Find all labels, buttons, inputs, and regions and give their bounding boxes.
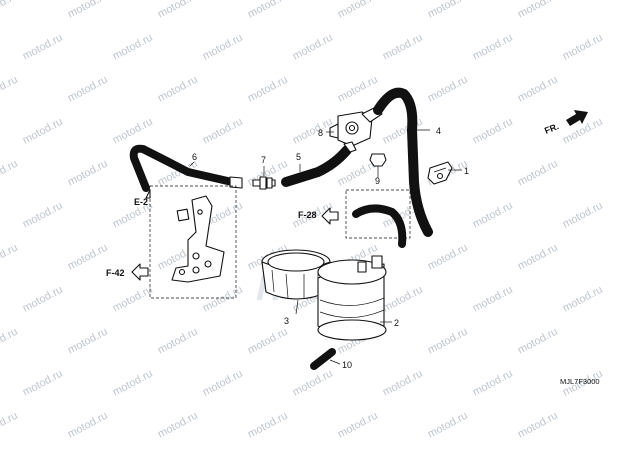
tube-part-10	[310, 348, 336, 370]
watermark-text: motod.ru	[516, 158, 560, 189]
drawing-code: MJL7F3000	[560, 377, 600, 386]
watermark-text: motod.ru	[66, 0, 110, 21]
bracket-assembly	[149, 185, 237, 299]
watermark-text: motod.ru	[111, 116, 155, 147]
hose-part-6	[129, 144, 243, 192]
watermark-text: motod.ru	[0, 74, 20, 105]
watermark-text: motod.ru	[471, 116, 515, 147]
hose-part-4	[373, 87, 433, 237]
canister-part-2	[317, 255, 387, 341]
watermark-text: motod.ru	[471, 368, 515, 399]
watermark-text: motod.ru	[201, 116, 245, 147]
watermark-text: motod.ru	[156, 410, 200, 441]
watermark-text: motod.ru	[516, 410, 560, 441]
watermark-text: motod.ru	[156, 0, 200, 21]
bolt-part-9	[369, 153, 387, 174]
callout-6: 6	[192, 152, 197, 162]
watermark-text: motod.ru	[201, 32, 245, 63]
watermark-text: motod.ru	[336, 410, 380, 441]
watermark-text: motod.ru	[246, 0, 290, 21]
watermark-text: motod.ru	[246, 326, 290, 357]
callout-1: 1	[464, 166, 469, 176]
watermark-text: motod.ru	[0, 0, 20, 21]
watermark-text: motod.ru	[21, 284, 65, 315]
watermark-text: motod.ru	[21, 116, 65, 147]
watermark-text: motod.ru	[336, 74, 380, 105]
direction-label: FR.	[543, 121, 560, 136]
watermark-text: motod.ru	[516, 242, 560, 273]
watermark-text: motod.ru	[66, 410, 110, 441]
watermark-text: motod.ru	[426, 410, 470, 441]
watermark-text: motod.ru	[336, 0, 380, 21]
watermark-text: motod.ru	[561, 200, 605, 231]
watermark-text: motod.ru	[156, 74, 200, 105]
watermark-text: motod.ru	[246, 74, 290, 105]
front-direction-arrow	[566, 110, 588, 126]
watermark-text: motod.ru	[66, 326, 110, 357]
watermark-text: motod.ru	[381, 32, 425, 63]
watermark-text: motod.ru	[381, 116, 425, 147]
watermark-text: motod.ru	[516, 326, 560, 357]
callout-2: 2	[394, 318, 399, 328]
watermark-text: motod.ru	[426, 242, 470, 273]
watermark-text: motod.ru	[291, 32, 335, 63]
reference-f28: F-28	[298, 210, 317, 220]
watermark-text: motod.ru	[66, 242, 110, 273]
watermark-text: motod.ru	[471, 200, 515, 231]
watermark-text: motod.ru	[561, 32, 605, 63]
watermark-text: motod.ru	[426, 326, 470, 357]
watermark-text: motod.ru	[66, 74, 110, 105]
watermark-text: motod.ru	[471, 32, 515, 63]
watermark-text: motod.ru	[0, 410, 20, 441]
joint-part-7	[252, 176, 276, 190]
watermark-text: motod.ru	[201, 368, 245, 399]
f28-hose	[345, 189, 411, 248]
reference-f42: F-42	[106, 268, 125, 278]
watermark-text: motod.ru	[516, 0, 560, 21]
callout-4: 4	[436, 126, 441, 136]
watermark-text: motod.ru	[201, 284, 245, 315]
watermark-text: motod.ru	[516, 74, 560, 105]
watermark-text: motod.ru	[66, 158, 110, 189]
clip-part-1	[427, 161, 453, 185]
holder-part-3	[261, 249, 331, 300]
watermark-text: motod.ru	[111, 284, 155, 315]
callout-9: 9	[375, 176, 380, 186]
watermark-text: motod.ru	[111, 200, 155, 231]
callout-10: 10	[342, 360, 352, 370]
reference-e2: E-2	[134, 197, 148, 207]
watermark-text: motod.ru	[291, 116, 335, 147]
watermark-text: motod.ru	[0, 242, 20, 273]
watermark-text: motod.ru	[471, 284, 515, 315]
callout-8: 8	[318, 128, 323, 138]
watermark-text: motod.ru	[0, 158, 20, 189]
callout-5: 5	[296, 152, 301, 162]
hose-part-5	[281, 145, 352, 187]
watermark-text: motod.ru	[21, 200, 65, 231]
reference-arrows	[131, 189, 339, 281]
watermark-text: motod.ru	[21, 368, 65, 399]
watermark-text: motod.ru	[561, 284, 605, 315]
watermark-text: motod.ru	[426, 0, 470, 21]
watermark-text: motod.ru	[291, 368, 335, 399]
leader-lines	[189, 129, 462, 365]
callout-7: 7	[261, 155, 266, 165]
callout-3: 3	[284, 316, 289, 326]
watermark-text: motod.ru	[381, 368, 425, 399]
watermark-text: motod.ru	[156, 326, 200, 357]
watermark-text: motod.ru	[0, 326, 20, 357]
watermark-text: motod.ru	[111, 32, 155, 63]
watermark-text: motod.ru	[426, 74, 470, 105]
watermark-text: motod.ru	[111, 368, 155, 399]
watermark-text: motod.ru	[21, 32, 65, 63]
watermark-text: motod.ru	[246, 410, 290, 441]
